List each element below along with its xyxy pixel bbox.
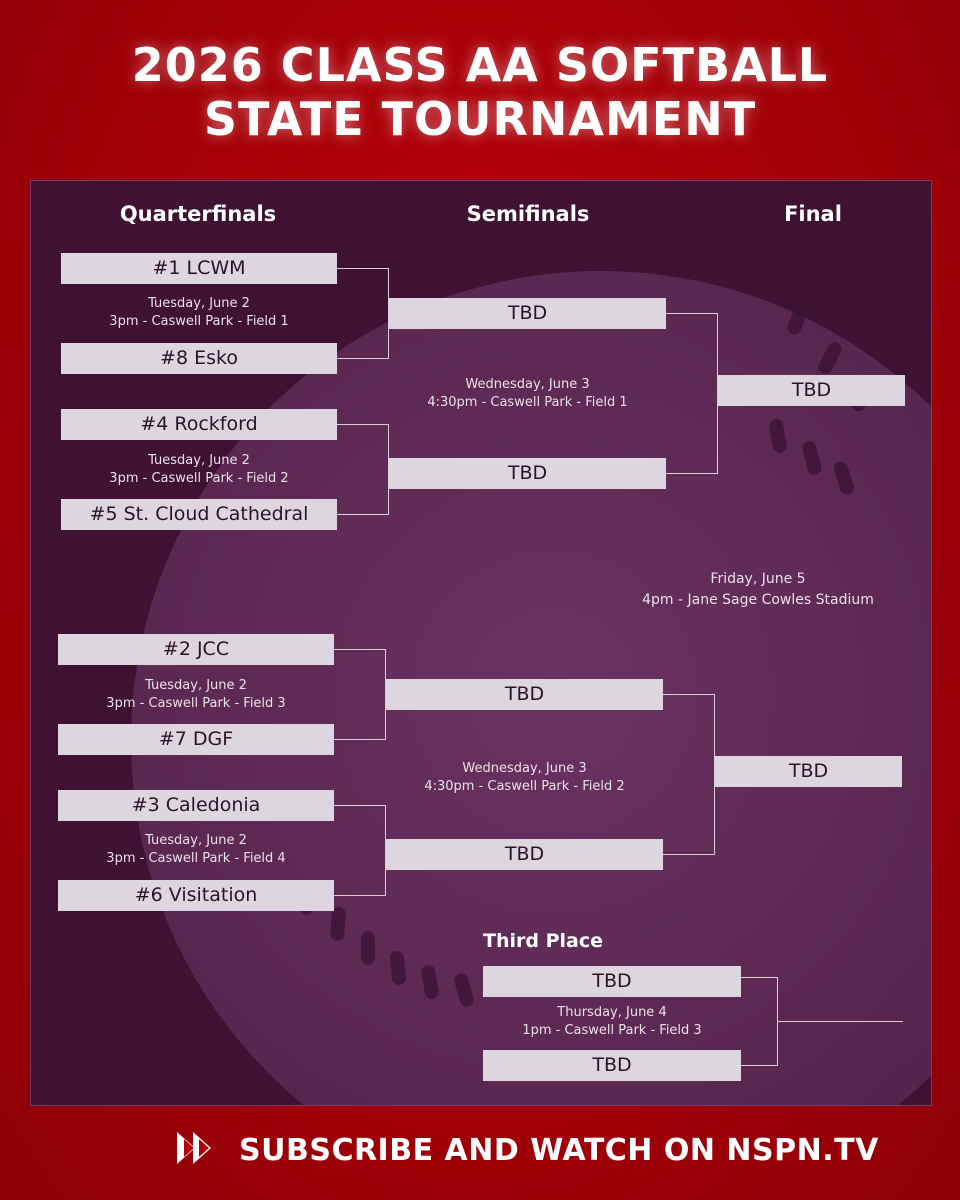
sf2-team-top: TBD	[386, 679, 663, 710]
qf3-team-top: #2 JCC	[58, 634, 334, 665]
qf4-detail: 3pm - Caswell Park - Field 4	[106, 851, 286, 866]
sf2-team-bottom: TBD	[386, 839, 663, 870]
third-place-team-top: TBD	[483, 966, 741, 997]
title-line-1: 2026 CLASS AA SOFTBALL	[131, 38, 829, 92]
qf2-date: Tuesday, June 2	[148, 453, 250, 468]
qf3-date: Tuesday, June 2	[145, 678, 247, 693]
bracket-line	[337, 358, 389, 359]
bracket-line	[741, 977, 778, 978]
qf3-schedule: Tuesday, June 2 3pm - Caswell Park - Fie…	[58, 677, 334, 713]
bracket-line	[778, 1021, 903, 1022]
third-place-heading: Third Place	[483, 930, 603, 952]
bracket-line	[337, 514, 389, 515]
column-header-semifinals: Semifinals	[466, 202, 590, 226]
final-date: Friday, June 5	[710, 571, 806, 587]
bracket-line	[741, 1065, 778, 1066]
bracket-line	[714, 694, 715, 855]
qf2-schedule: Tuesday, June 2 3pm - Caswell Park - Fie…	[61, 452, 337, 488]
bracket-line	[666, 313, 718, 314]
sf1-detail: 4:30pm - Caswell Park - Field 1	[427, 395, 628, 410]
final-detail: 4pm - Jane Sage Cowles Stadium	[642, 592, 874, 608]
qf4-team-bottom: #6 Visitation	[58, 880, 334, 911]
qf1-date: Tuesday, June 2	[148, 296, 250, 311]
bracket-line	[666, 473, 718, 474]
column-header-final: Final	[784, 202, 842, 226]
stitch-mark	[361, 931, 375, 965]
qf1-team-bottom: #8 Esko	[61, 343, 337, 374]
bracket-line	[777, 977, 778, 1066]
bracket-line	[334, 895, 386, 896]
page-title: 2026 CLASS AA SOFTBALL STATE TOURNAMENT	[0, 38, 960, 146]
third-place-team-bottom: TBD	[483, 1050, 741, 1081]
qf3-team-bottom: #7 DGF	[58, 724, 334, 755]
bracket-line	[388, 424, 389, 515]
sf1-date: Wednesday, June 3	[465, 377, 590, 392]
qf2-team-top: #4 Rockford	[61, 409, 337, 440]
qf4-team-top: #3 Caledonia	[58, 790, 334, 821]
sf2-date: Wednesday, June 3	[462, 761, 587, 776]
qf4-schedule: Tuesday, June 2 3pm - Caswell Park - Fie…	[58, 832, 334, 868]
final-team-bottom: TBD	[715, 756, 902, 787]
title-line-2: STATE TOURNAMENT	[203, 92, 757, 146]
footer-call-to-action[interactable]: SUBSCRIBE AND WATCH ON NSPN.TV	[239, 1132, 879, 1168]
bracket-line	[388, 268, 389, 359]
qf1-detail: 3pm - Caswell Park - Field 1	[109, 314, 289, 329]
qf1-schedule: Tuesday, June 2 3pm - Caswell Park - Fie…	[61, 295, 337, 331]
bracket-line	[663, 854, 715, 855]
qf3-detail: 3pm - Caswell Park - Field 3	[106, 696, 286, 711]
sf1-schedule: Wednesday, June 3 4:30pm - Caswell Park …	[389, 376, 666, 412]
bracket-line	[334, 649, 386, 650]
third-place-detail: 1pm - Caswell Park - Field 3	[522, 1023, 702, 1038]
third-place-schedule: Thursday, June 4 1pm - Caswell Park - Fi…	[483, 1004, 741, 1040]
bracket-line	[334, 739, 386, 740]
bracket-line	[334, 805, 386, 806]
qf1-team-top: #1 LCWM	[61, 253, 337, 284]
qf4-date: Tuesday, June 2	[145, 833, 247, 848]
stitch-mark	[329, 906, 347, 942]
third-place-date: Thursday, June 4	[557, 1005, 667, 1020]
footer-banner: SUBSCRIBE AND WATCH ON NSPN.TV	[175, 1128, 879, 1172]
sf1-team-bottom: TBD	[389, 458, 666, 489]
bracket-line	[385, 649, 386, 740]
sf2-detail: 4:30pm - Caswell Park - Field 2	[424, 779, 625, 794]
bracket-line	[337, 424, 389, 425]
sf1-team-top: TBD	[389, 298, 666, 329]
bracket-line	[663, 694, 715, 695]
bracket-line	[337, 268, 389, 269]
qf2-detail: 3pm - Caswell Park - Field 2	[109, 471, 289, 486]
fast-forward-play-icon	[175, 1130, 217, 1170]
final-schedule: Friday, June 5 4pm - Jane Sage Cowles St…	[600, 569, 916, 611]
column-header-quarterfinals: Quarterfinals	[119, 202, 277, 226]
bracket-line	[385, 805, 386, 896]
final-team-top: TBD	[718, 375, 905, 406]
sf2-schedule: Wednesday, June 3 4:30pm - Caswell Park …	[386, 760, 663, 796]
qf2-team-bottom: #5 St. Cloud Cathedral	[61, 499, 337, 530]
bracket-line	[717, 313, 718, 474]
